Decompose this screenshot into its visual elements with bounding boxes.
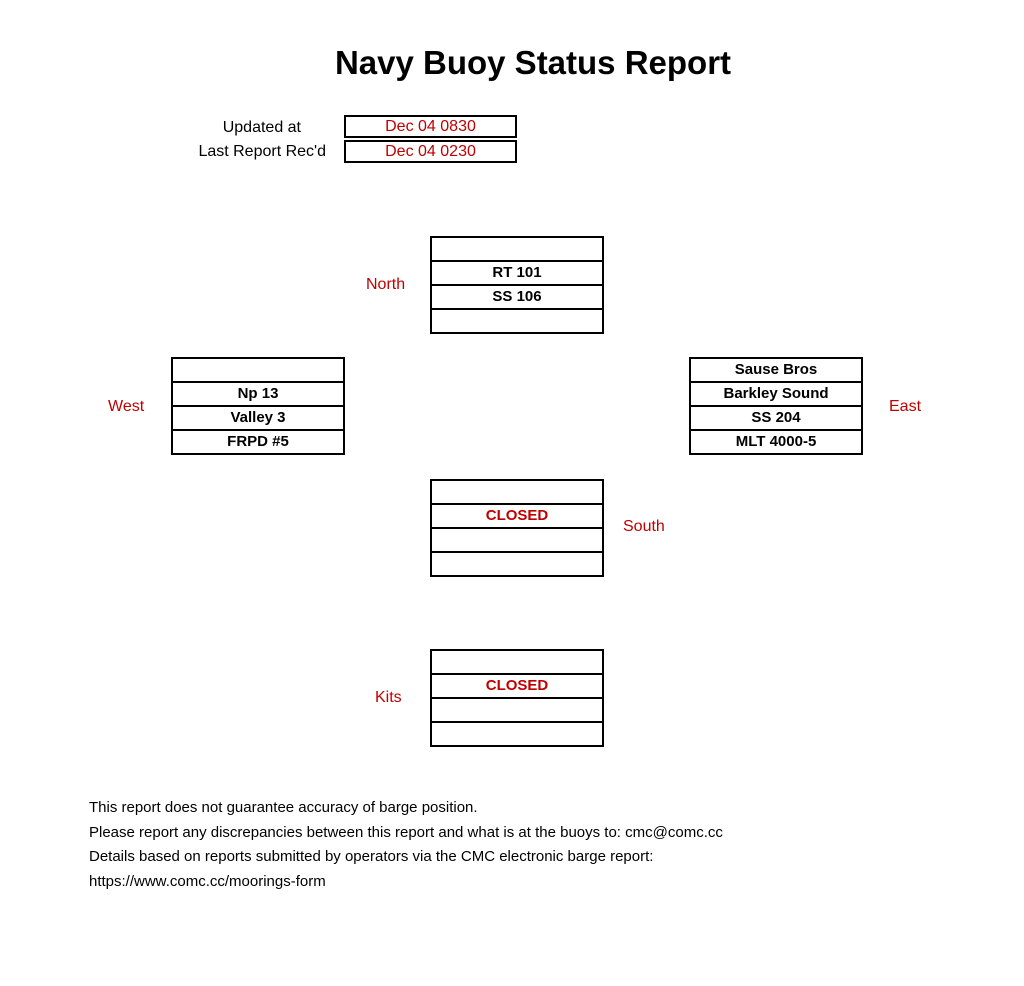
buoy-south-slot-4 <box>432 553 602 575</box>
kits-label: Kits <box>375 689 402 706</box>
buoy-kits-slot-1 <box>432 651 602 675</box>
buoy-west-slot-2: Np 13 <box>173 383 343 407</box>
south-label: South <box>623 518 665 535</box>
buoy-west-slot-4: FRPD #5 <box>227 433 289 450</box>
buoy-north-slot-4 <box>432 310 602 332</box>
buoy-south-slot-1 <box>432 481 602 505</box>
form-link[interactable]: https://www.comc.cc/moorings-form <box>89 872 326 890</box>
updated-label: Updated at <box>222 119 301 136</box>
buoy-east-slot-3: SS 204 <box>691 407 861 431</box>
buoy-south-slot-3 <box>432 529 602 553</box>
buoy-south: CLOSED <box>430 479 604 577</box>
buoy-kits-slot-3 <box>432 699 602 723</box>
contact-text: Please report any discrepancies between … <box>89 823 723 841</box>
buoy-north-slot-1 <box>432 238 602 262</box>
buoy-west-slot-3: Valley 3 <box>173 407 343 431</box>
updated-value: Dec 04 0830 <box>344 115 517 138</box>
details-text: Details based on reports submitted by op… <box>89 848 654 865</box>
buoy-kits-status: CLOSED <box>432 675 602 699</box>
buoy-east-slot-2: Barkley Sound <box>691 383 861 407</box>
west-label: West <box>108 398 145 415</box>
buoy-west-slot-1 <box>173 359 343 383</box>
buoy-east: Sause Bros Barkley Sound SS 204 MLT 4000… <box>689 357 863 455</box>
buoy-kits-slot-4 <box>432 723 602 745</box>
buoy-north-slot-3: SS 106 <box>432 286 602 310</box>
buoy-south-status: CLOSED <box>432 505 602 529</box>
disclaimer-text: This report does not guarantee accuracy … <box>89 799 478 816</box>
buoy-north-slot-2: RT 101 <box>432 262 602 286</box>
buoy-east-slot-4: MLT 4000-5 <box>735 433 817 450</box>
last-report-value: Dec 04 0230 <box>344 140 517 163</box>
last-report-label: Last Report Rec'd <box>198 143 326 160</box>
footer-notes: This report does not guarantee accuracy … <box>89 796 989 894</box>
buoy-kits: CLOSED <box>430 649 604 747</box>
report-title: Navy Buoy Status Report <box>334 44 732 81</box>
buoy-west: Np 13 Valley 3 FRPD #5 <box>171 357 345 455</box>
buoy-north: RT 101 SS 106 <box>430 236 604 334</box>
east-label: East <box>889 398 922 415</box>
buoy-east-slot-1: Sause Bros <box>691 359 861 383</box>
north-label: North <box>366 276 406 293</box>
